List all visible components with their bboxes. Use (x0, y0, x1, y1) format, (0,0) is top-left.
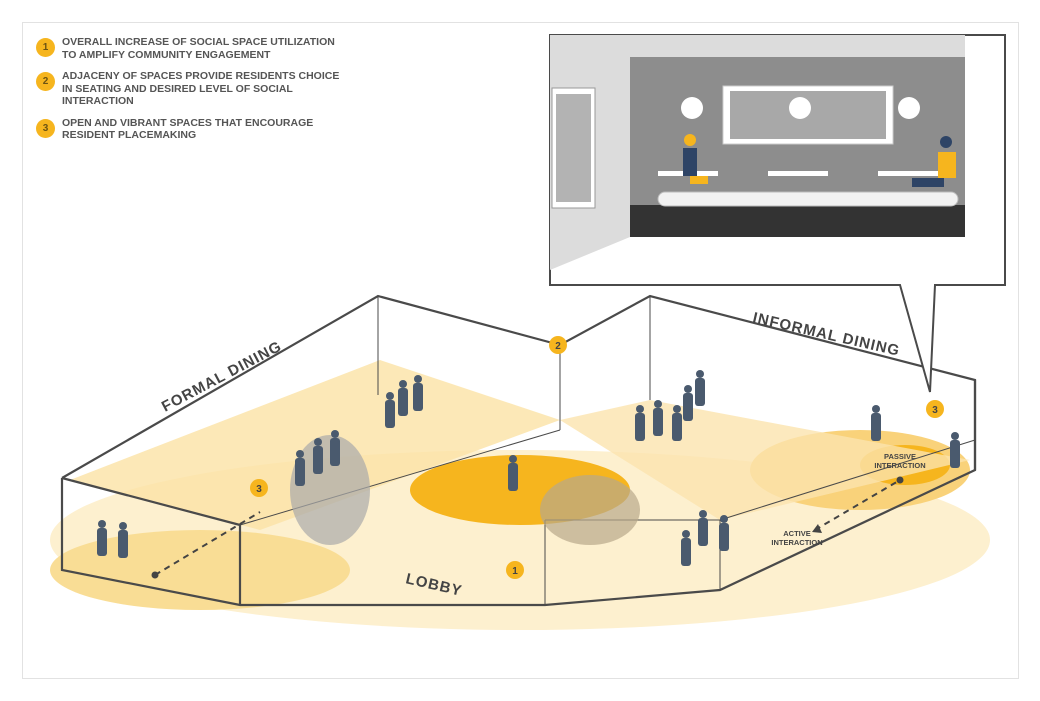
legend-item: 3 OPEN AND VIBRANT SPACES THAT ENCOURAGE… (36, 117, 352, 142)
zone-label-informal-dining: INFORMAL DINING (751, 309, 902, 359)
circulation-path (154, 511, 261, 576)
legend-text: ADJACENY OF SPACES PROVIDE RESIDENTS CHO… (62, 70, 340, 107)
active-interaction-arrow (812, 524, 822, 533)
inset-view (549, 34, 1006, 393)
person-icon (681, 530, 691, 566)
active-interaction-label: INTERACTION (771, 538, 822, 547)
legend-number-badge: 3 (36, 118, 55, 138)
person-icon (508, 455, 518, 491)
legend-number-badge: 1 (36, 38, 55, 57)
seated-person-icon (912, 136, 956, 187)
legend-item: 1 OVERALL INCREASE OF SOCIAL SPACE UTILI… (36, 36, 352, 61)
person-icon (683, 385, 693, 421)
person-icon (413, 375, 423, 411)
person-icon (118, 522, 128, 558)
person-icon (698, 510, 708, 546)
passive-interaction-label: INTERACTION (874, 461, 925, 470)
person-icon (97, 520, 107, 556)
zone-label-formal-dining: FORMAL DINING (159, 338, 285, 416)
person-icon (695, 370, 705, 406)
person-icon (672, 405, 682, 441)
svg-text:3: 3 (256, 484, 262, 495)
person-icon (719, 515, 729, 551)
legend: 1 OVERALL INCREASE OF SOCIAL SPACE UTILI… (36, 36, 352, 151)
person-icon (653, 400, 663, 436)
person-icon (330, 430, 340, 466)
passive-interaction-point (896, 476, 904, 484)
person-icon (398, 380, 408, 416)
person-icon (295, 450, 305, 486)
svg-text:3: 3 (932, 405, 938, 416)
diagram-frame (22, 22, 1019, 679)
seated-person-icon (683, 134, 708, 184)
marker-3: 3 (926, 400, 944, 418)
person-icon (635, 405, 645, 441)
person-icon (950, 432, 960, 468)
interaction-path (814, 479, 901, 531)
person-icon (313, 438, 323, 474)
marker-2: 2 (549, 336, 567, 354)
passive-interaction-label: PASSIVE (884, 452, 916, 461)
legend-number-badge: 2 (36, 72, 55, 91)
legend-item: 2 ADJACENY OF SPACES PROVIDE RESIDENTS C… (36, 70, 352, 108)
tree-icons (290, 435, 640, 545)
active-interaction-label: ACTIVE (783, 529, 811, 538)
legend-text: OPEN AND VIBRANT SPACES THAT ENCOURAGE R… (62, 116, 314, 142)
marker-3: 3 (250, 479, 268, 497)
marker-1: 1 (506, 561, 524, 579)
person-icon (871, 405, 881, 441)
svg-text:1: 1 (512, 566, 518, 577)
person-figures (97, 370, 960, 566)
legend-text: OVERALL INCREASE OF SOCIAL SPACE UTILIZA… (62, 36, 335, 61)
person-icon (385, 392, 395, 428)
svg-text:2: 2 (555, 341, 561, 352)
